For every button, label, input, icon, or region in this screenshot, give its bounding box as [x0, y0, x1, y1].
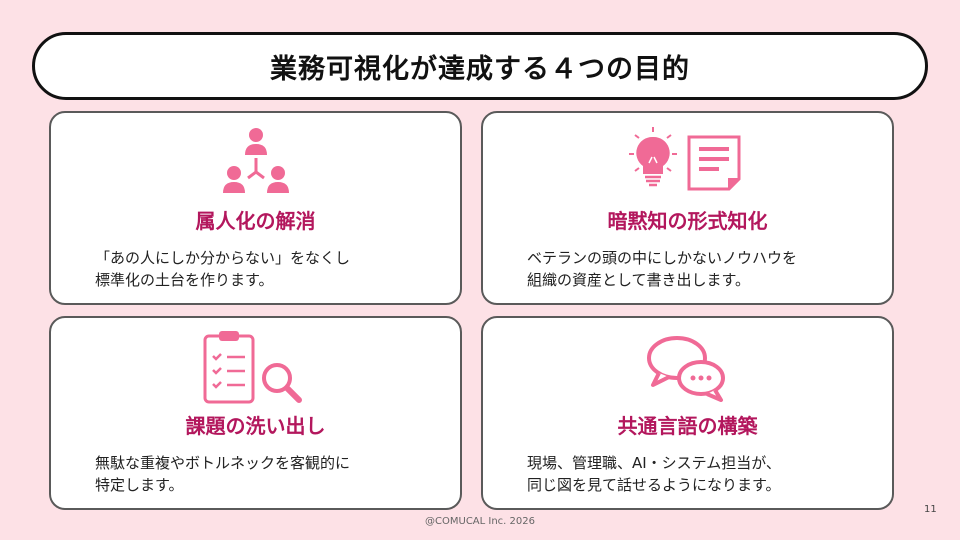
slide-header: 業務可視化が達成する４つの目的 — [32, 32, 928, 100]
body-line: 無駄な重複やボトルネックを客観的に — [95, 454, 351, 472]
lightbulb-document-icon — [483, 123, 892, 203]
card-title: 暗黙知の形式知化 — [607, 209, 768, 233]
card-common-language: 共通言語の構築 現場、管理職、AI・システム担当が、同じ図を見て話せるようになり… — [481, 316, 894, 510]
card-dependency-elimination: 属人化の解消 「あの人にしか分からない」をなくし標準化の土台を作ります。 — [49, 111, 462, 305]
clipboard-magnifier-icon — [51, 328, 460, 408]
card-title: 属人化の解消 — [195, 209, 316, 233]
footer-copyright: @COMUCAL Inc. 2026 — [425, 516, 535, 527]
card-title: 共通言語の構築 — [617, 414, 758, 438]
card-body: 現場、管理職、AI・システム担当が、同じ図を見て話せるようになります。 — [527, 452, 872, 496]
card-body: ベテランの頭の中にしかないノウハウを組織の資産として書き出します。 — [527, 247, 872, 291]
body-line: ベテランの頭の中にしかないノウハウを — [527, 249, 798, 267]
card-body: 無駄な重複やボトルネックを客観的に特定します。 — [95, 452, 440, 496]
card-body: 「あの人にしか分からない」をなくし標準化の土台を作ります。 — [95, 247, 440, 291]
speech-bubbles-icon — [483, 328, 892, 408]
body-line: 組織の資産として書き出します。 — [527, 271, 751, 289]
slide-title: 業務可視化が達成する４つの目的 — [270, 53, 690, 85]
people-network-icon — [51, 123, 460, 203]
card-issue-identification: 課題の洗い出し 無駄な重複やボトルネックを客観的に特定します。 — [49, 316, 462, 510]
body-line: 特定します。 — [95, 476, 184, 494]
body-line: 標準化の土台を作ります。 — [95, 271, 274, 289]
page-number: 11 — [924, 504, 937, 515]
card-title: 課題の洗い出し — [185, 414, 326, 438]
body-line: 「あの人にしか分からない」をなくし — [95, 249, 351, 267]
body-line: 同じ図を見て話せるようになります。 — [527, 476, 781, 494]
card-tacit-knowledge: 暗黙知の形式知化 ベテランの頭の中にしかないノウハウを組織の資産として書き出しま… — [481, 111, 894, 305]
body-line: 現場、管理職、AI・システム担当が、 — [527, 454, 781, 472]
